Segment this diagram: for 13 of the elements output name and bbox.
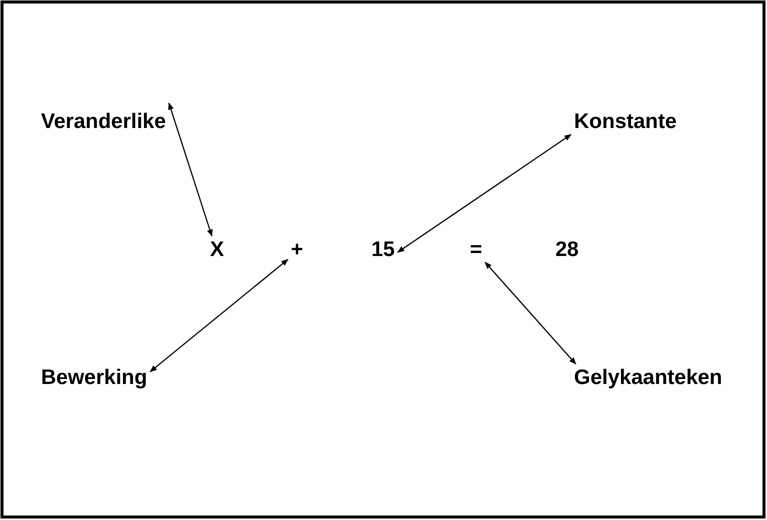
operator-symbol: +	[290, 238, 304, 262]
term-label: Bewerking	[41, 366, 148, 390]
equals-sign: =	[470, 238, 482, 262]
term-label: Konstante	[574, 110, 677, 134]
number: 28	[555, 238, 579, 262]
number: 15	[371, 238, 395, 262]
term-label: Gelykaanteken	[574, 366, 722, 390]
double-arrow	[168, 102, 213, 237]
double-arrow	[397, 134, 572, 253]
term-label: Veranderlike	[41, 110, 166, 134]
double-arrow	[484, 262, 576, 365]
double-arrow	[150, 258, 288, 372]
variable-symbol: X	[210, 238, 224, 262]
